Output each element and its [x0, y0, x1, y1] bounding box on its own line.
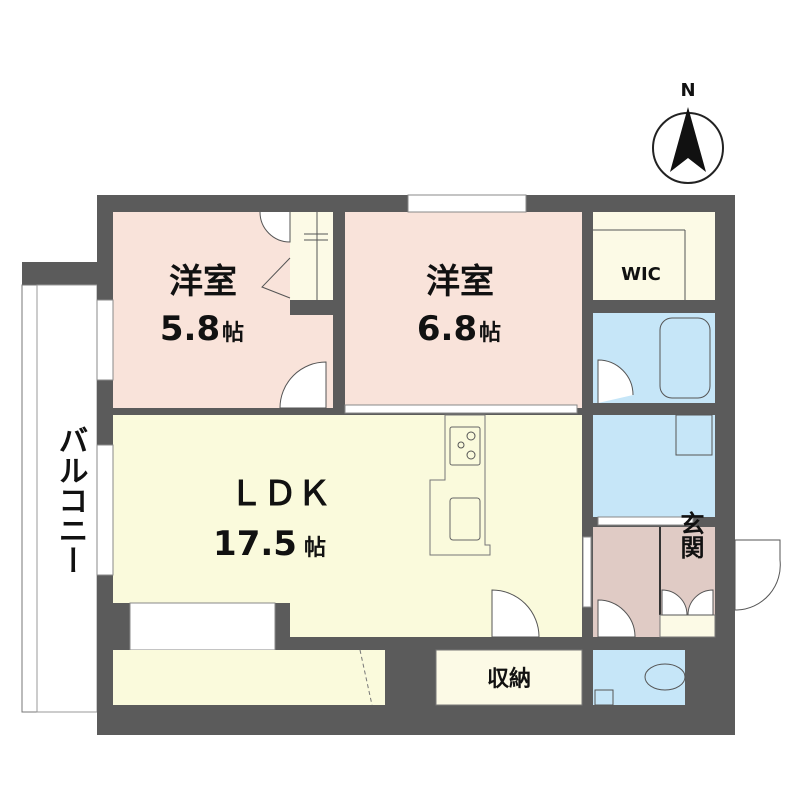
ldk-size: 17.5: [213, 524, 297, 564]
bedroom-1-unit: 帖: [222, 321, 244, 346]
kitchen-counter: [429, 414, 491, 556]
window: [96, 444, 114, 576]
walk-in-closet: WIC: [593, 212, 715, 300]
balcony: バルコニー: [21, 262, 102, 713]
sliding-door[interactable]: [344, 404, 578, 414]
entrance-label: 玄関: [676, 510, 704, 559]
toilet-icon: [644, 663, 686, 691]
window: [96, 299, 114, 381]
north-arrow-icon: [670, 107, 706, 172]
washroom: [593, 414, 715, 526]
bathroom: [593, 313, 715, 403]
bedroom-2-name: 洋室: [426, 262, 494, 302]
bedroom-1-name: 洋室: [169, 262, 237, 302]
stove-icon: [449, 426, 481, 466]
bedroom-1-door[interactable]: [279, 361, 327, 409]
bedroom-2-size: 6.8: [417, 309, 477, 349]
sink-icon: [449, 497, 481, 541]
window: [407, 194, 527, 213]
ldk-name: ＬＤＫ: [229, 474, 331, 514]
bath-door[interactable]: [597, 359, 634, 403]
sliding-door[interactable]: [582, 536, 592, 608]
shoe-cabinet: [659, 614, 716, 638]
front-door[interactable]: [734, 539, 781, 611]
washbasin-icon: [675, 414, 713, 456]
balcony-label: バルコニー: [53, 425, 88, 575]
bedroom-1-size: 5.8: [160, 309, 220, 349]
bedroom-2: 洋室 6.8 帖: [344, 194, 582, 414]
sliding-door[interactable]: [597, 516, 694, 526]
ldk-unit: 帖: [304, 536, 326, 561]
door[interactable]: [259, 211, 291, 243]
wic-label: WIC: [621, 264, 661, 285]
ldk: ＬＤＫ 17.5 帖: [96, 414, 582, 706]
toilet-door[interactable]: [597, 599, 636, 638]
north-compass: N: [652, 80, 724, 184]
storage-door[interactable]: [491, 589, 540, 638]
storage-label: 収納: [487, 666, 531, 692]
bedroom-2-unit: 帖: [479, 321, 501, 346]
entrance-hall: 玄関: [582, 510, 716, 638]
storage: 収納: [435, 649, 583, 706]
bedroom-1: 洋室 5.8 帖: [96, 211, 333, 409]
toilet-room: [593, 650, 686, 706]
compass-label: N: [680, 80, 695, 101]
bathtub-icon: [659, 317, 711, 399]
closet: [290, 212, 333, 300]
